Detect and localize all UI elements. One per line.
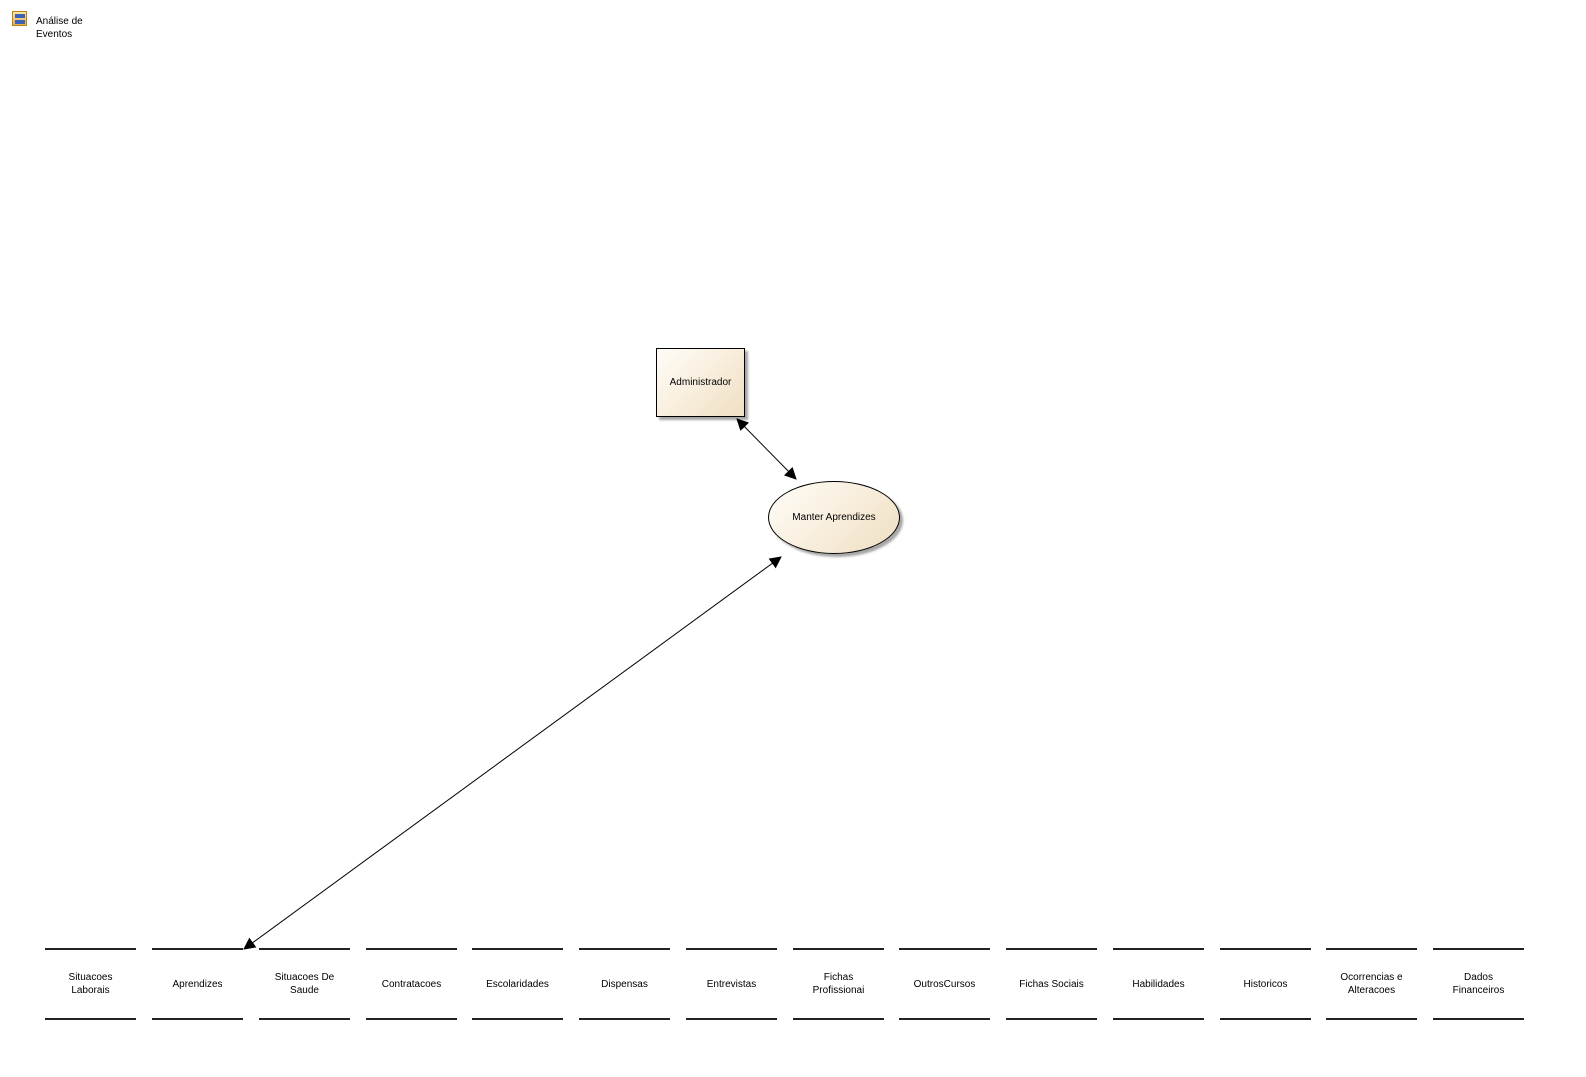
data-store-label: Situacoes De Saude bbox=[274, 972, 335, 996]
data-store-label: Escolaridades bbox=[486, 978, 549, 990]
diagram-header: Análise de Eventos bbox=[36, 15, 106, 41]
diagram-icon bbox=[12, 11, 27, 26]
data-store-label: Habilidades bbox=[1132, 978, 1185, 990]
data-store-situacoes-laborais[interactable]: Situacoes Laborais bbox=[45, 948, 136, 1020]
data-store-label: Dados Financeiros bbox=[1452, 972, 1505, 996]
data-store-label: Ocorrencias e Alteracoes bbox=[1340, 972, 1403, 996]
data-store-label: Aprendizes bbox=[172, 978, 223, 990]
flow-manter-aprendizes-aprendizes[interactable] bbox=[243, 556, 782, 950]
data-store-contratacoes[interactable]: Contratacoes bbox=[366, 948, 457, 1020]
process-label: Manter Aprendizes bbox=[792, 512, 876, 523]
flow-administrador-manter-aprendizes[interactable] bbox=[736, 418, 797, 480]
data-store-historicos[interactable]: Historicos bbox=[1220, 948, 1311, 1020]
data-store-escolaridades[interactable]: Escolaridades bbox=[472, 948, 563, 1020]
data-store-label: Contratacoes bbox=[381, 978, 442, 990]
data-store-label: Historicos bbox=[1243, 978, 1288, 990]
process-manter-aprendizes[interactable]: Manter Aprendizes bbox=[768, 481, 900, 554]
data-store-ocorrencias-e-alteracoes[interactable]: Ocorrencias e Alteracoes bbox=[1326, 948, 1417, 1020]
external-entity-label: Administrador bbox=[669, 377, 732, 388]
data-store-label: Situacoes Laborais bbox=[68, 972, 113, 996]
diagram-title: Análise de Eventos bbox=[36, 16, 83, 40]
external-entity-administrador[interactable]: Administrador bbox=[656, 348, 745, 417]
data-store-label: Fichas Sociais bbox=[1019, 978, 1084, 990]
data-store-label: OutrosCursos bbox=[913, 978, 976, 990]
data-store-dados-financeiros[interactable]: Dados Financeiros bbox=[1433, 948, 1524, 1020]
data-store-dispensas[interactable]: Dispensas bbox=[579, 948, 670, 1020]
data-store-habilidades[interactable]: Habilidades bbox=[1113, 948, 1204, 1020]
data-store-fichas-profissionai[interactable]: Fichas Profissionai bbox=[793, 948, 884, 1020]
data-store-outroscursos[interactable]: OutrosCursos bbox=[899, 948, 990, 1020]
data-store-label: Dispensas bbox=[601, 978, 648, 990]
data-store-entrevistas[interactable]: Entrevistas bbox=[686, 948, 777, 1020]
data-store-aprendizes[interactable]: Aprendizes bbox=[152, 948, 243, 1020]
data-store-label: Fichas Profissionai bbox=[812, 972, 865, 996]
data-store-fichas-sociais[interactable]: Fichas Sociais bbox=[1006, 948, 1097, 1020]
data-store-situacoes-de-saude[interactable]: Situacoes De Saude bbox=[259, 948, 350, 1020]
data-store-label: Entrevistas bbox=[706, 978, 757, 990]
